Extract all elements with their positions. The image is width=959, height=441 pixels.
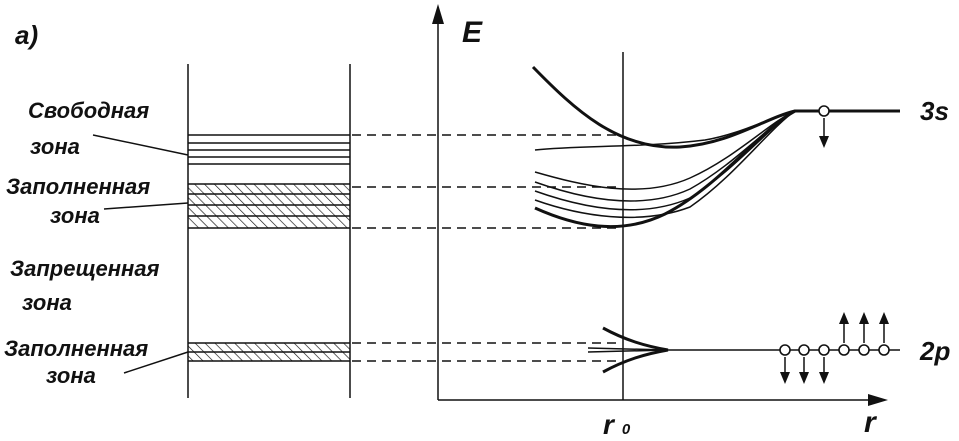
label-free-zone: Свободная зона	[28, 98, 155, 159]
leader-filled-lower	[123, 351, 189, 374]
electron-2p-down-2	[798, 344, 810, 384]
electron-2p-up-2	[858, 312, 870, 356]
electron-2p-up-1	[838, 312, 850, 356]
curves-2p	[587, 326, 900, 374]
level-label-2p: 2p	[919, 336, 950, 366]
panel-label: а)	[15, 20, 38, 50]
label-filled-lower: Заполненная зона	[4, 336, 154, 388]
electron-2p-up-3	[878, 312, 890, 356]
label-filled-upper: Заполненная зона	[6, 174, 156, 228]
electrons-2p	[779, 312, 890, 384]
curves-3s	[531, 65, 900, 229]
axes	[432, 4, 888, 406]
label-forbidden-zone: Запрещенная зона	[10, 256, 166, 315]
projection-lines	[352, 134, 622, 362]
electron-3s	[818, 105, 830, 148]
free-band	[188, 134, 350, 165]
x-axis-label: r	[864, 406, 878, 439]
electron-2p-down-3	[818, 344, 830, 384]
filled-band-upper	[188, 183, 350, 229]
filled-band-lower	[188, 342, 350, 362]
electron-2p-down-1	[779, 344, 791, 384]
y-axis-label: E	[462, 16, 483, 49]
leader-filled-upper	[103, 202, 189, 210]
level-label-3s: 3s	[920, 96, 949, 126]
leader-free-zone	[92, 134, 189, 156]
